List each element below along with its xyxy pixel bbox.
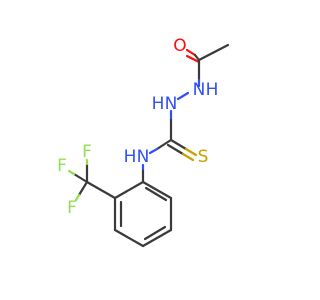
bond-cf3-f1-a bbox=[72, 172, 89, 184]
bond-cf3-f3-b bbox=[74, 193, 81, 202]
middle-n-hydrogen: H bbox=[152, 94, 165, 114]
upper-n-hydrogen: H bbox=[206, 80, 219, 100]
ring-bond-1 bbox=[141, 180, 173, 200]
ring-inner-bond-2 bbox=[143, 225, 167, 241]
bond-carbonyl-double-a bbox=[185, 48, 197, 57]
ring-inner-bond-1 bbox=[144, 186, 168, 202]
chemical-structure-diagram: O H N H N H N S F F F bbox=[57, 36, 230, 248]
ring-bond-4 bbox=[113, 228, 145, 248]
fluorine-atom-2: F bbox=[82, 142, 92, 162]
fluorine-atom-3: F bbox=[67, 198, 77, 218]
bond-ring-cf3 bbox=[85, 180, 117, 200]
bond-thiocarbonyl-a bbox=[169, 138, 188, 151]
lower-nitrogen-atom: N bbox=[137, 147, 150, 167]
sulfur-atom: S bbox=[198, 147, 209, 167]
upper-nitrogen-atom: N bbox=[193, 80, 206, 100]
ring-bond-3 bbox=[141, 228, 173, 248]
oxygen-atom: O bbox=[173, 36, 186, 56]
bond-carbonyl-double-b bbox=[185, 54, 201, 64]
bond-thiocarbonyl-b bbox=[184, 147, 198, 157]
bond-thiocarbonyl-c bbox=[166, 143, 185, 156]
bond-carbon-nitrogen-lower bbox=[155, 138, 173, 151]
bond-cf3-f3-a bbox=[77, 180, 89, 197]
fluorine-atom-1: F bbox=[57, 156, 67, 176]
lower-n-hydrogen: H bbox=[124, 147, 137, 167]
bond-thiocarbonyl-d bbox=[181, 152, 195, 162]
middle-nitrogen-atom: N bbox=[165, 94, 178, 114]
bond-methyl-carbonyl bbox=[197, 43, 230, 62]
ring-bond-6 bbox=[113, 180, 145, 200]
bond-carbon-nitrogen-lower-n bbox=[148, 147, 159, 155]
bond-hydrazine bbox=[176, 91, 190, 101]
bond-cf3-f1-b bbox=[67, 169, 76, 176]
